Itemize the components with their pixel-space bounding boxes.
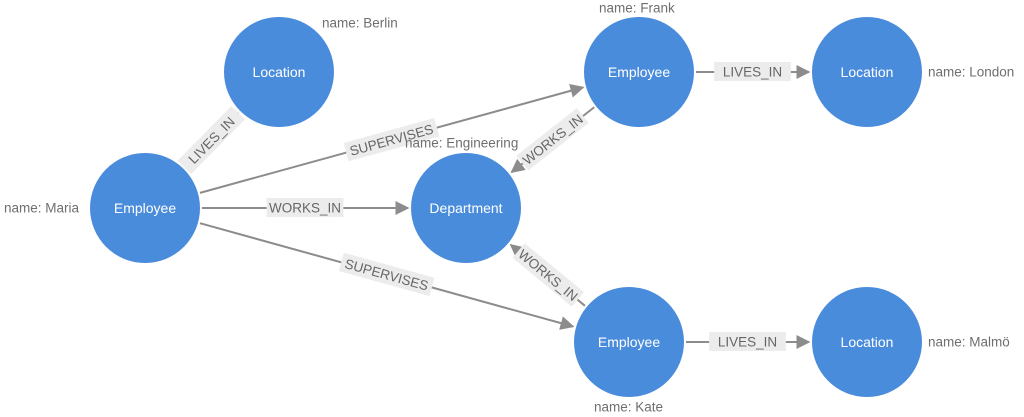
node-label: Department: [429, 200, 502, 216]
edge-label: WORKS_IN: [269, 201, 341, 216]
edge-label-group: LIVES_IN: [714, 62, 791, 81]
edge-label-background: [177, 105, 246, 175]
edge-label-background: [512, 243, 584, 307]
edge-maria-berlin[interactable]: LIVES_IN: [177, 105, 246, 175]
node-circle: [812, 287, 922, 397]
node-maria[interactable]: Employee name: Maria: [4, 153, 200, 263]
node-malmo[interactable]: Location name: Malmö: [812, 287, 1010, 397]
edge-label-group: SUPERVISES: [338, 252, 435, 297]
edge-label-background: [338, 252, 435, 297]
node-circle: [584, 17, 694, 127]
edge-label-group: WORKS_IN: [512, 243, 584, 307]
node-property: name: Kate: [594, 400, 663, 415]
node-label: Location: [253, 64, 306, 80]
node-kate[interactable]: Employee name: Kate: [574, 287, 684, 415]
node-circle: [90, 153, 200, 263]
edge-label-group: LIVES_IN: [709, 332, 786, 351]
edge-label: WORKS_IN: [515, 247, 580, 304]
node-circle: [411, 153, 521, 263]
edge-label-background: [516, 108, 589, 171]
node-london[interactable]: Location name: London: [812, 17, 1014, 127]
node-label: Employee: [114, 200, 176, 216]
edge-label-background: [709, 332, 786, 351]
node-circle: [224, 17, 334, 127]
edge-label-background: [266, 198, 344, 217]
edge-label: LIVES_IN: [723, 65, 782, 80]
edge-label: WORKS_IN: [520, 112, 586, 168]
edge-kate-dept[interactable]: WORKS_IN: [509, 243, 586, 307]
node-frank[interactable]: Employee name: Frank: [584, 1, 694, 128]
edge-label-group: WORKS_IN: [266, 198, 344, 217]
edge-frank-london[interactable]: LIVES_IN: [696, 62, 811, 81]
node-berlin[interactable]: Location name: Berlin: [224, 16, 398, 128]
node-label: Location: [841, 334, 894, 350]
node-property: name: Frank: [599, 1, 675, 16]
edge-label: LIVES_IN: [718, 335, 777, 350]
edge-maria-kate[interactable]: SUPERVISES: [199, 222, 575, 330]
edge-label-background: [714, 62, 791, 81]
node-label: Employee: [598, 334, 660, 350]
edge-label-background: [343, 118, 440, 162]
node-property: name: Berlin: [322, 16, 398, 31]
node-circle: [812, 17, 922, 127]
edge-kate-malmo[interactable]: LIVES_IN: [686, 332, 811, 351]
node-property: name: Malmö: [928, 335, 1010, 350]
node-label: Location: [841, 64, 894, 80]
edge-label-group: WORKS_IN: [516, 108, 589, 171]
node-dept[interactable]: Department name: Engineering: [405, 136, 521, 264]
node-circle: [574, 287, 684, 397]
edge-maria-dept[interactable]: WORKS_IN: [202, 198, 410, 217]
node-property: name: Engineering: [405, 136, 518, 151]
edge-label-group: LIVES_IN: [177, 105, 246, 175]
node-property: name: London: [928, 65, 1014, 80]
node-property: name: Maria: [4, 201, 80, 216]
edge-frank-dept[interactable]: WORKS_IN: [510, 106, 595, 174]
edge-label: LIVES_IN: [186, 114, 238, 167]
node-label: Employee: [608, 64, 670, 80]
